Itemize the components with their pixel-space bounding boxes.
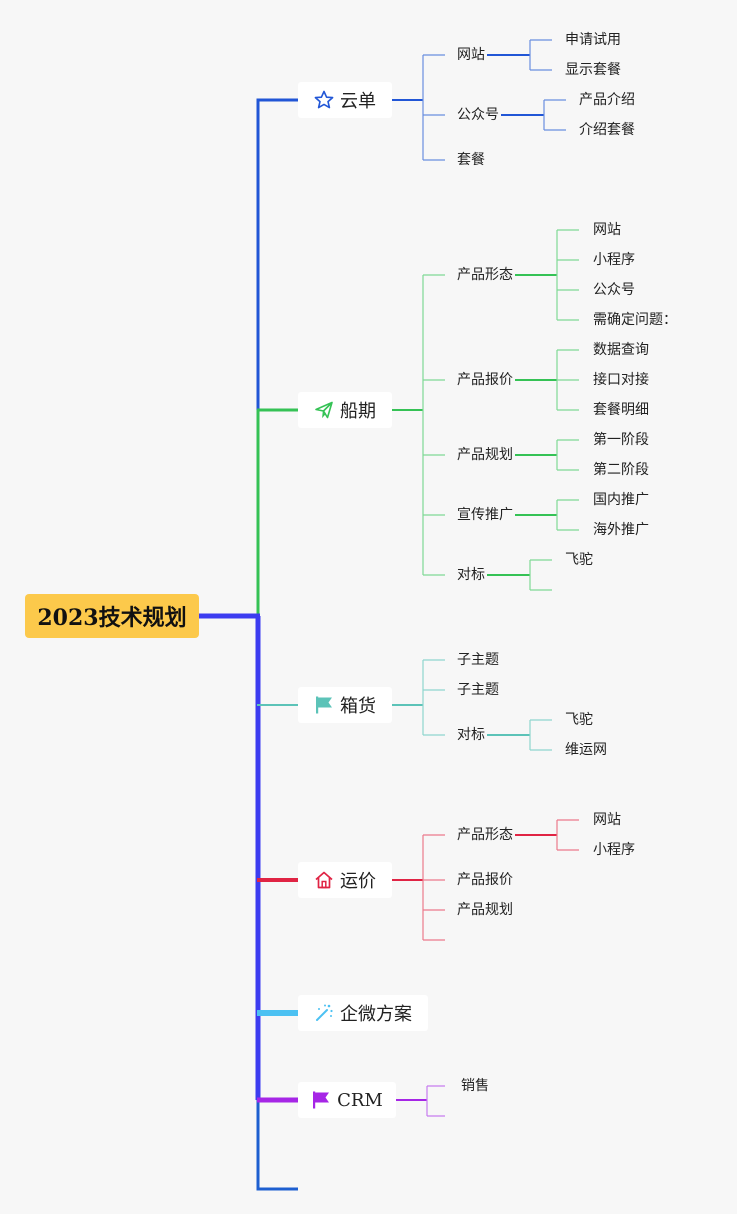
branch-label: 运价	[340, 871, 376, 892]
child-topic[interactable]: 产品规划	[457, 902, 513, 918]
branch-node[interactable]: 云单	[298, 82, 392, 118]
grandchild-topic[interactable]: 公众号	[593, 282, 635, 298]
root-topic[interactable]: 2023技术规划	[25, 594, 199, 638]
grandchild-topic[interactable]: 第二阶段	[593, 462, 649, 478]
grandchild-topic[interactable]: 飞驼	[565, 712, 593, 728]
grandchild-topic[interactable]: 海外推广	[593, 522, 649, 538]
branch-label: 企微方案	[340, 1004, 412, 1025]
grandchild-topic[interactable]: 产品介绍	[579, 92, 635, 108]
home-icon	[314, 870, 334, 890]
child-topic[interactable]: 子主题	[457, 682, 499, 698]
grandchild-topic[interactable]: 小程序	[593, 252, 635, 268]
grandchild-topic[interactable]: 显示套餐	[565, 62, 621, 78]
grandchild-topic[interactable]: 飞驼	[565, 552, 593, 568]
branch-node[interactable]: 箱货	[298, 687, 392, 723]
paper-plane-icon	[314, 400, 334, 420]
branch-label: CRM	[337, 1089, 383, 1111]
grandchild-topic[interactable]: 介绍套餐	[579, 122, 635, 138]
grandchild-topic[interactable]: 数据查询	[593, 342, 649, 358]
child-topic[interactable]: 产品形态	[457, 267, 513, 283]
child-topic[interactable]: 套餐	[457, 152, 485, 168]
branch-node[interactable]: 运价	[298, 862, 392, 898]
child-topic[interactable]: 网站	[457, 47, 485, 63]
child-topic[interactable]: 产品报价	[457, 872, 513, 888]
branch-node[interactable]: 船期	[298, 392, 392, 428]
child-topic[interactable]: 公众号	[457, 107, 499, 123]
grandchild-topic[interactable]: 需确定问题：	[593, 312, 677, 328]
root-topic-label: 2023技术规划	[37, 605, 187, 631]
branch-label: 云单	[340, 91, 376, 112]
flag-icon	[311, 1090, 331, 1110]
child-topic[interactable]: 产品形态	[457, 827, 513, 843]
magic-wand-icon	[314, 1003, 334, 1023]
branch-node[interactable]: CRM	[298, 1082, 396, 1118]
grandchild-topic[interactable]: 套餐明细	[593, 402, 649, 418]
grandchild-topic[interactable]: 维运网	[565, 742, 607, 758]
grandchild-topic[interactable]: 接口对接	[593, 372, 649, 388]
child-topic[interactable]: 对标	[457, 727, 485, 743]
grandchild-topic[interactable]: 网站	[593, 222, 621, 238]
grandchild-topic[interactable]: 网站	[593, 812, 621, 828]
child-topic[interactable]: 宣传推广	[457, 507, 513, 523]
child-topic[interactable]: 产品报价	[457, 372, 513, 388]
grandchild-topic[interactable]: 小程序	[593, 842, 635, 858]
grandchild-topic[interactable]: 申请试用	[565, 32, 621, 48]
star-icon	[314, 90, 334, 110]
branch-label: 箱货	[340, 696, 376, 717]
flag-icon	[314, 695, 334, 715]
child-topic[interactable]: 子主题	[457, 652, 499, 668]
child-topic[interactable]: 对标	[457, 567, 485, 583]
child-topic[interactable]: 产品规划	[457, 447, 513, 463]
grandchild-topic[interactable]: 第一阶段	[593, 432, 649, 448]
child-topic[interactable]: 销售	[461, 1078, 489, 1094]
branch-node[interactable]: 企微方案	[298, 995, 428, 1031]
branch-label: 船期	[340, 401, 376, 422]
grandchild-topic[interactable]: 国内推广	[593, 492, 649, 508]
